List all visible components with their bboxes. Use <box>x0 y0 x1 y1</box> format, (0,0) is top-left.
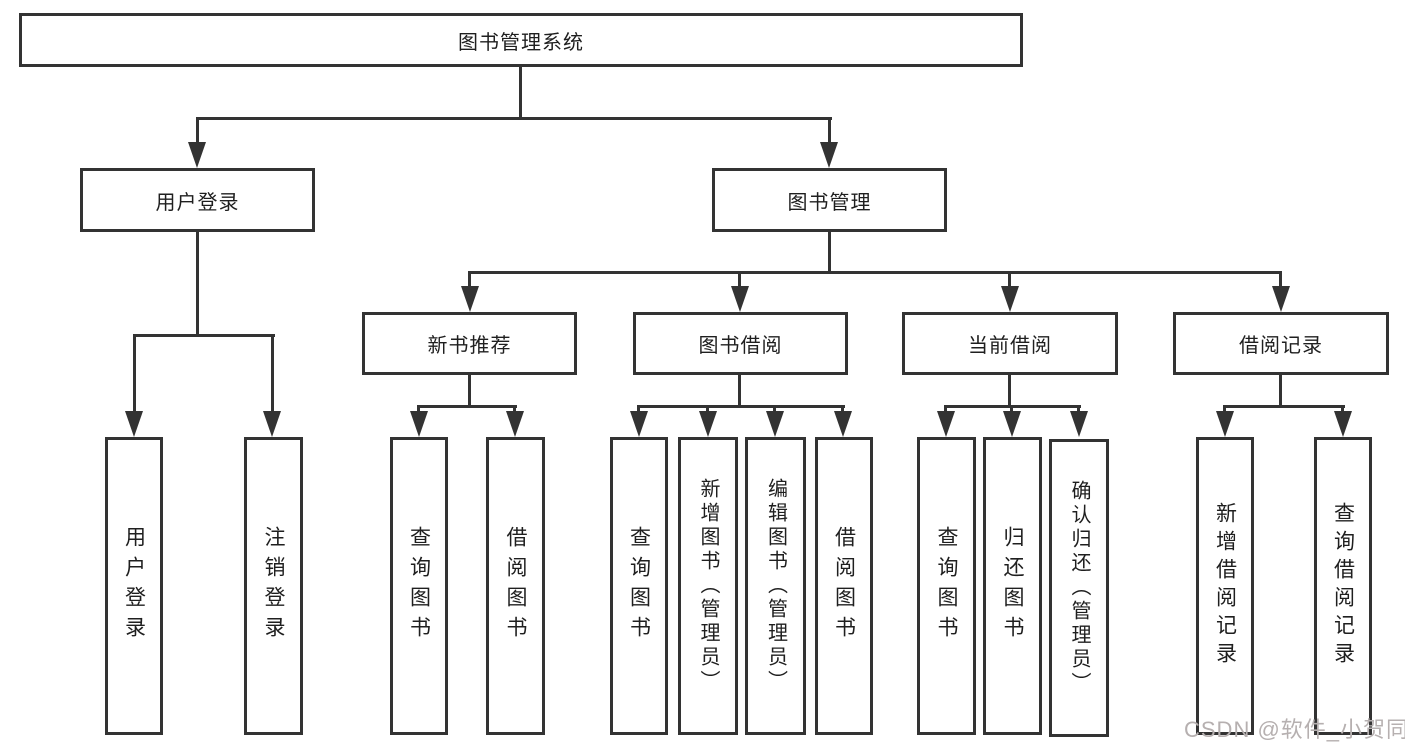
arrowhead-down-icon <box>937 411 955 437</box>
connector-line <box>1008 271 1011 289</box>
connector-line <box>196 231 199 337</box>
node-label: 借阅记录 <box>1239 335 1323 357</box>
connector-line <box>637 405 640 415</box>
arrowhead-down-icon <box>1334 411 1352 437</box>
arrowhead-down-icon <box>699 411 717 437</box>
node-label: 新增借阅记录 <box>1213 502 1237 670</box>
connector-line <box>417 405 517 408</box>
arrowhead-down-icon <box>263 411 281 437</box>
node-current-borrow: 当前借阅 <box>902 312 1118 375</box>
leaf-confirm-return-admin: 确认归还（管理员） <box>1049 439 1109 737</box>
leaf-query-book: 查询图书 <box>917 437 976 735</box>
arrowhead-down-icon <box>1070 411 1088 437</box>
connector-line <box>468 271 471 289</box>
node-label: 查询图书 <box>627 526 651 646</box>
node-label: 当前借阅 <box>968 335 1052 357</box>
connector-line <box>828 117 831 145</box>
connector-line <box>468 271 1282 274</box>
node-label: 借阅图书 <box>832 526 856 646</box>
connector-line <box>133 334 275 337</box>
node-label: 新书推荐 <box>427 335 512 357</box>
arrowhead-down-icon <box>731 286 749 312</box>
leaf-add-book-admin: 新增图书（管理员） <box>678 437 738 735</box>
arrowhead-down-icon <box>766 411 784 437</box>
arrowhead-down-icon <box>125 411 143 437</box>
node-label: 图书管理系统 <box>458 31 584 54</box>
connector-line <box>637 405 845 408</box>
leaf-query-book: 查询图书 <box>390 437 448 735</box>
arrowhead-down-icon <box>1216 411 1234 437</box>
connector-line <box>271 334 274 414</box>
node-label: 用户登录 <box>155 191 240 214</box>
connector-line <box>1341 405 1344 415</box>
connector-line <box>1279 374 1282 408</box>
connector-line <box>1010 405 1013 415</box>
leaf-borrow-book: 借阅图书 <box>486 437 545 735</box>
node-label: 用户登录 <box>122 526 146 646</box>
node-new-book-recommend: 新书推荐 <box>362 312 577 375</box>
node-user-login: 用户登录 <box>80 168 315 232</box>
connector-line <box>738 271 741 289</box>
connector-line <box>133 334 136 414</box>
leaf-add-borrow-record: 新增借阅记录 <box>1196 437 1254 735</box>
csdn-watermark: CSDN @软件_小贺同学 <box>1184 717 1405 742</box>
node-book-management: 图书管理 <box>712 168 947 232</box>
connector-line <box>1008 374 1011 408</box>
node-label: 编辑图书（管理员） <box>764 478 787 694</box>
node-label: 图书借阅 <box>698 335 783 357</box>
connector-line <box>773 405 776 415</box>
connector-line <box>1279 271 1282 289</box>
arrowhead-down-icon <box>410 411 428 437</box>
node-label: 注销登录 <box>262 526 285 646</box>
node-root-system: 图书管理系统 <box>19 13 1023 67</box>
connector-line <box>1223 405 1226 415</box>
connector-line <box>841 405 844 415</box>
connector-line <box>519 66 522 119</box>
node-label: 借阅图书 <box>504 526 527 646</box>
leaf-return-book: 归还图书 <box>983 437 1042 735</box>
connector-line <box>1223 405 1345 408</box>
leaf-logout: 注销登录 <box>244 437 303 735</box>
arrowhead-down-icon <box>1272 286 1290 312</box>
arrowhead-down-icon <box>820 142 838 168</box>
node-label: 图书管理 <box>787 191 872 214</box>
node-label: 归还图书 <box>1001 526 1024 646</box>
node-book-borrow: 图书借阅 <box>633 312 848 375</box>
connector-line <box>944 405 947 415</box>
leaf-borrow-book: 借阅图书 <box>815 437 873 735</box>
arrowhead-down-icon <box>506 411 524 437</box>
arrowhead-down-icon <box>834 411 852 437</box>
arrowhead-down-icon <box>188 142 206 168</box>
node-label: 查询图书 <box>935 526 958 646</box>
connector-line <box>738 374 741 408</box>
connector-line <box>468 374 471 408</box>
connector-line <box>828 231 831 274</box>
connector-line <box>417 405 420 415</box>
arrowhead-down-icon <box>630 411 648 437</box>
connector-line <box>196 117 832 120</box>
node-label: 新增图书（管理员） <box>697 478 719 694</box>
arrowhead-down-icon <box>461 286 479 312</box>
connector-line <box>1077 405 1080 415</box>
connector-line <box>513 405 516 415</box>
connector-line <box>196 117 199 145</box>
node-borrow-record: 借阅记录 <box>1173 312 1389 375</box>
leaf-query-borrow-record: 查询借阅记录 <box>1314 437 1372 735</box>
arrowhead-down-icon <box>1001 286 1019 312</box>
leaf-query-book: 查询图书 <box>610 437 668 735</box>
leaf-user-login: 用户登录 <box>105 437 163 735</box>
arrowhead-down-icon <box>1003 411 1021 437</box>
node-label: 确认归还（管理员） <box>1068 480 1090 696</box>
connector-line <box>706 405 709 415</box>
leaf-edit-book-admin: 编辑图书（管理员） <box>745 437 806 735</box>
node-label: 查询图书 <box>407 526 431 646</box>
node-label: 查询借阅记录 <box>1331 502 1355 670</box>
